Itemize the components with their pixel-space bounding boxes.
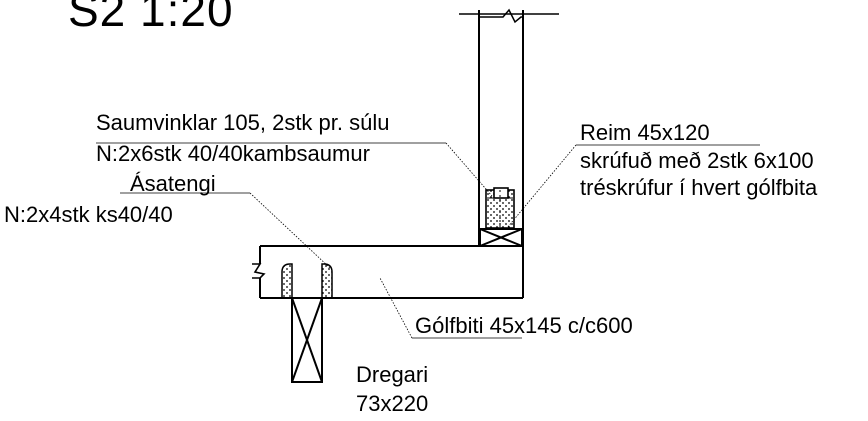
angle-bracket bbox=[485, 187, 515, 229]
dregari-size-label: 73x220 bbox=[356, 391, 429, 416]
asatengi-hangers bbox=[281, 263, 333, 299]
column bbox=[459, 8, 559, 246]
drawing-title: S2 1:20 bbox=[68, 0, 234, 36]
golfbiti-label: Gólfbiti 45x145 c/c600 bbox=[415, 313, 633, 338]
dregari-label: Dregari bbox=[356, 362, 429, 387]
reim-block bbox=[479, 228, 523, 247]
beam-dregari bbox=[291, 297, 323, 383]
reim-screw-label: skrúfuð með 2stk 6x100 bbox=[580, 148, 814, 173]
asatengi-nails-label: N:2x4stk ks40/40 bbox=[4, 202, 173, 227]
asatengi-label: Ásatengi bbox=[130, 171, 216, 196]
floor-joist bbox=[259, 245, 524, 299]
break-symbol bbox=[252, 263, 266, 279]
saumvinklar-nails-label: N:2x6stk 40/40kambsaumur bbox=[96, 141, 370, 166]
reim-label: Reim 45x120 bbox=[580, 120, 710, 145]
leader-lines bbox=[96, 142, 760, 339]
saumvinklar-label: Saumvinklar 105, 2stk pr. súlu bbox=[96, 110, 390, 135]
reim-screw-detail-label: tréskrúfur í hvert gólfbita bbox=[580, 175, 818, 200]
